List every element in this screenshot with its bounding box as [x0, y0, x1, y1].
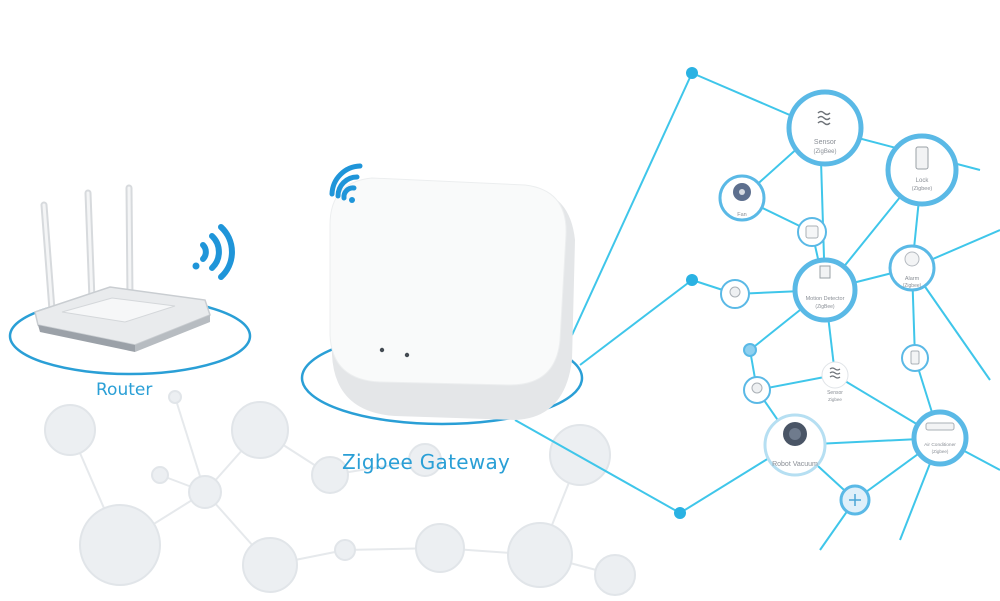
fan-name: Fan: [737, 212, 746, 218]
lock-name: Lock: [916, 178, 930, 184]
node-motion-detector: Motion Detector (ZigBee): [792, 257, 858, 323]
wave-icon: [817, 110, 831, 126]
alarm-name: Alarm: [905, 276, 920, 282]
node-fan: Fan: [718, 174, 766, 222]
node-plug: [797, 217, 827, 247]
wifi-icon: [192, 224, 235, 280]
motion-sensor-icon: [819, 265, 831, 279]
node-sensor-top: Sensor (ZigBee): [786, 89, 864, 167]
node-bottom: [839, 484, 871, 516]
alarm-icon: [904, 251, 920, 267]
sensor-small-name: Sensor: [827, 390, 843, 396]
gateway-label: Zigbee Gateway: [342, 450, 511, 474]
node-sensor-small: Sensor Zigbee: [821, 361, 849, 402]
gateway-image: [329, 177, 575, 420]
sensor-top-sub: (ZigBee): [813, 149, 836, 155]
node-lock: Lock (Zigbee): [885, 133, 959, 207]
robot-name: Robot Vacuum: [772, 461, 818, 468]
router-label: Router: [96, 380, 153, 400]
alarm-sub: (Zigbee): [903, 283, 922, 289]
node-small-left: [720, 279, 750, 309]
motion-sub: (ZigBee): [815, 304, 835, 310]
lock-sub: (Zigbee): [912, 186, 933, 192]
lock-icon: [915, 146, 929, 170]
gateway-wifi-icon: [329, 163, 363, 203]
node-air-conditioner: Air Conditioner (Zigbee): [911, 409, 969, 467]
network-dots: [674, 67, 757, 519]
aircon-name: Air Conditioner: [924, 442, 956, 448]
node-light: [743, 376, 771, 404]
sensor-top-name: Sensor: [814, 139, 837, 146]
node-alarm: Alarm (Zigbee): [888, 244, 936, 292]
motion-name: Motion Detector: [806, 296, 845, 302]
router-image: [34, 184, 211, 352]
node-switch: [901, 344, 929, 372]
node-robot-vacuum: Robot Vacuum: [763, 413, 827, 477]
sensor-small-sub: Zigbee: [828, 397, 842, 402]
aircon-sub: (Zigbee): [932, 449, 949, 454]
